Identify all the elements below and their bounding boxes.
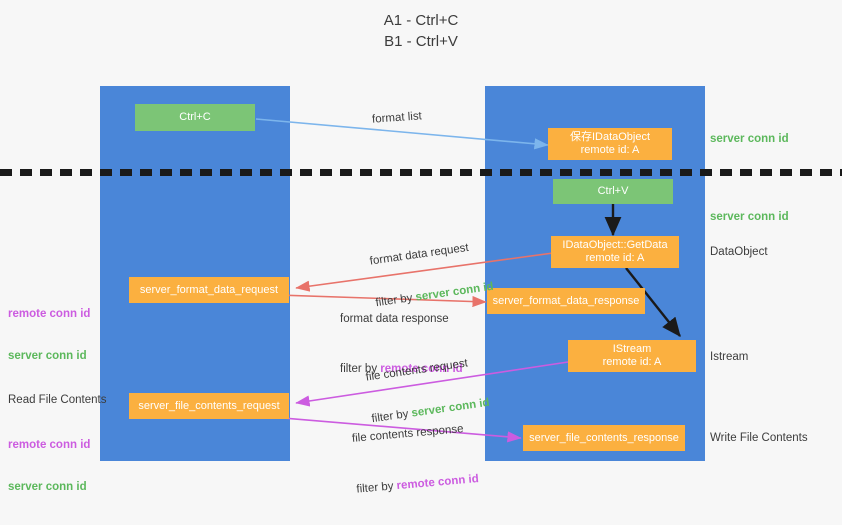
box-server-file-contents-response[interactable]: server_file_contents_response: [523, 425, 685, 451]
box-ctrl-c-label: Ctrl+C: [179, 111, 211, 123]
label-file-contents-response-filter-prefix: filter by: [355, 480, 398, 496]
right-label-server-conn-id-mid: server conn id: [710, 211, 789, 223]
label-format-data-response-main: format data response: [340, 313, 449, 325]
box-server-file-contents-response-label: server_file_contents_response: [529, 431, 679, 444]
box-save-idataobject-line1: 保存IDataObject: [569, 131, 651, 143]
box-istream-line1: IStream: [612, 343, 652, 355]
box-idataobject-getdata[interactable]: IDataObject::GetData remote id: A: [551, 236, 679, 268]
label-file-contents-response-filter: filter by remote conn id: [356, 472, 479, 497]
box-ctrl-c[interactable]: Ctrl+C: [135, 104, 255, 131]
box-save-idataobject[interactable]: 保存IDataObject remote id: A: [548, 128, 672, 160]
left-label-conn-ids-lower: remote conn id server conn id: [8, 410, 90, 522]
right-label-write-file-contents: Write File Contents: [710, 432, 808, 444]
box-server-format-data-request[interactable]: server_format_data_request: [129, 277, 289, 303]
right-label-server-conn-id-top: server conn id: [710, 133, 789, 145]
label-format-data-response: format data response filter by remote co…: [340, 284, 463, 404]
left-label-remote-conn-id-upper: remote conn id: [8, 308, 91, 320]
box-server-file-contents-request[interactable]: server_file_contents_request: [129, 393, 289, 419]
box-server-format-data-response-label: server_format_data_response: [492, 294, 640, 307]
label-format-data-response-filter-value: remote conn id: [380, 363, 463, 375]
box-idataobject-getdata-line2: remote id: A: [585, 252, 645, 264]
label-format-data-request-main: format data request: [369, 241, 470, 268]
box-idataobject-getdata-line1: IDataObject::GetData: [562, 239, 668, 251]
box-server-file-contents-request-label: server_file_contents_request: [138, 399, 280, 412]
diagram-canvas: A1 - Ctrl+C B1 - Ctrl+V A1 remote B1 con…: [0, 12, 842, 496]
left-label-read-file-contents: Read File Contents: [8, 394, 107, 406]
label-format-data-response-filter-prefix: filter by: [340, 363, 381, 375]
label-file-contents-response-filter-value: remote conn id: [396, 473, 480, 493]
box-server-format-data-response[interactable]: server_format_data_response: [487, 288, 645, 314]
box-ctrl-v[interactable]: Ctrl+V: [553, 179, 673, 204]
box-istream-line2: remote id: A: [602, 356, 662, 368]
right-label-dataobject: DataObject: [710, 246, 768, 258]
box-istream[interactable]: IStream remote id: A: [568, 340, 696, 372]
left-label-server-conn-id-lower: server conn id: [8, 481, 87, 493]
left-label-remote-conn-id-lower: remote conn id: [8, 439, 91, 451]
label-file-contents-response: file contents response filter by remote …: [349, 393, 482, 524]
label-format-list: format list: [371, 110, 423, 126]
box-server-format-data-request-label: server_format_data_request: [139, 283, 279, 296]
right-label-istream: Istream: [710, 351, 749, 363]
label-format-data-response-filter: filter by remote conn id: [340, 362, 463, 376]
box-save-idataobject-line2: remote id: A: [580, 144, 640, 156]
label-file-contents-response-main: file contents response: [351, 423, 465, 445]
label-file-contents-request-main: file contents request: [365, 357, 469, 384]
diagram-title: A1 - Ctrl+C B1 - Ctrl+V: [383, 12, 459, 50]
left-label-conn-ids-upper: remote conn id server conn id: [8, 279, 90, 391]
left-label-server-conn-id-upper: server conn id: [8, 350, 87, 362]
box-ctrl-v-label: Ctrl+V: [597, 185, 629, 197]
phase-divider: [0, 169, 842, 176]
